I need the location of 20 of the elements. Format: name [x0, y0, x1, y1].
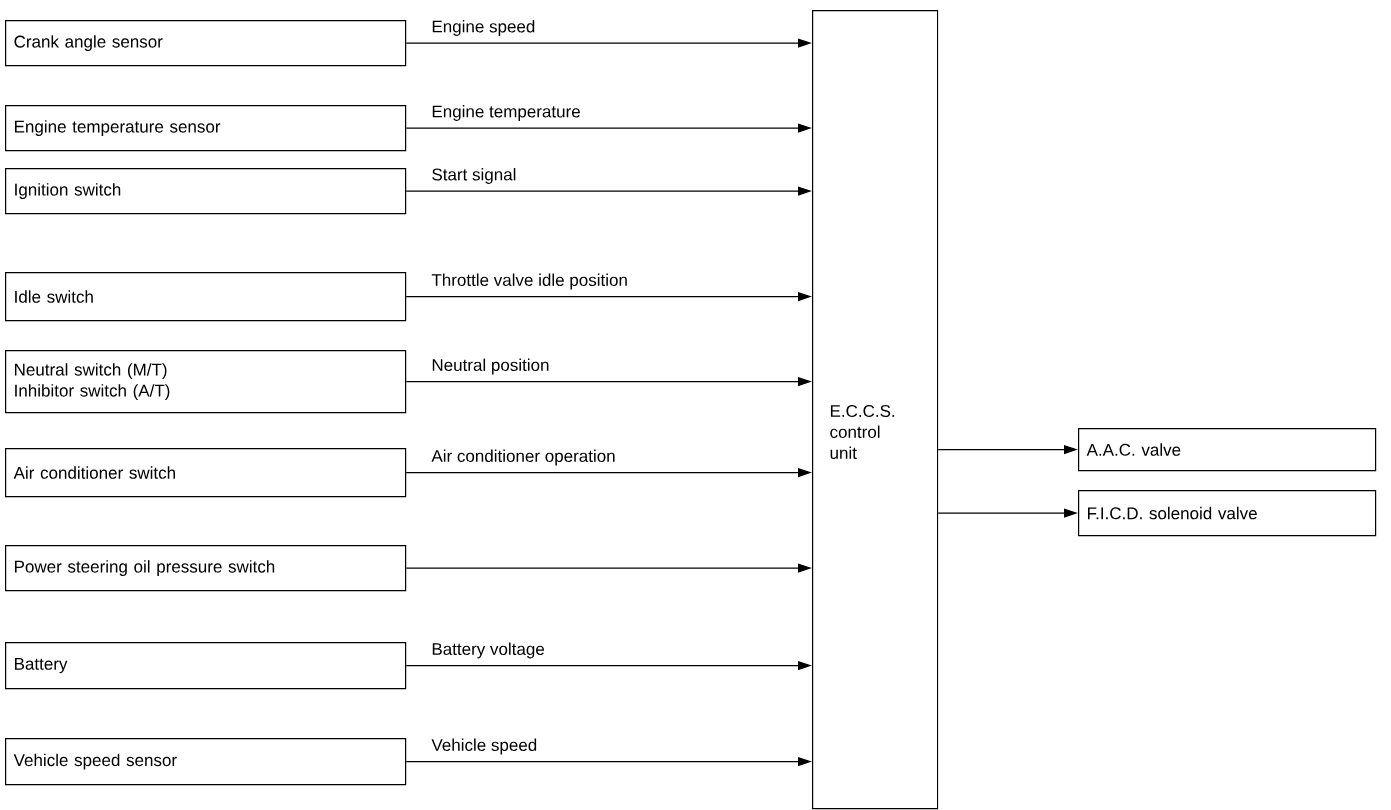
input-box: Air conditioner switch — [5, 448, 407, 498]
input-box: Engine temperature sensor — [5, 105, 407, 152]
input-box: Power steering oil pressure switch — [5, 545, 407, 592]
edge-label: Battery voltage — [430, 641, 546, 660]
edge-label: Air conditioner operation — [430, 448, 617, 467]
input-box: Neutral switch (M/T) Inhibitor switch (A/T) — [5, 350, 407, 414]
edge-label: Vehicle speed — [430, 737, 539, 756]
edge-label: Engine temperature — [430, 104, 582, 122]
input-box: Ignition switch — [5, 168, 407, 215]
edge-label: Start signal — [430, 167, 518, 185]
input-box: Vehicle speed sensor — [5, 738, 407, 786]
output-box: A.A.C. valve — [1078, 428, 1377, 472]
input-box: Idle switch — [5, 272, 407, 322]
edge-label: Throttle valve idle position — [430, 272, 629, 291]
edge-label: Neutral position — [430, 357, 551, 376]
output-box: F.I.C.D. solenoid valve — [1078, 490, 1377, 537]
edge-label: Engine speed — [430, 19, 537, 37]
input-box: Battery — [5, 642, 407, 690]
input-box: Crank angle sensor — [5, 20, 407, 67]
control-unit-box: E.C.C.S. control unit — [812, 10, 939, 810]
